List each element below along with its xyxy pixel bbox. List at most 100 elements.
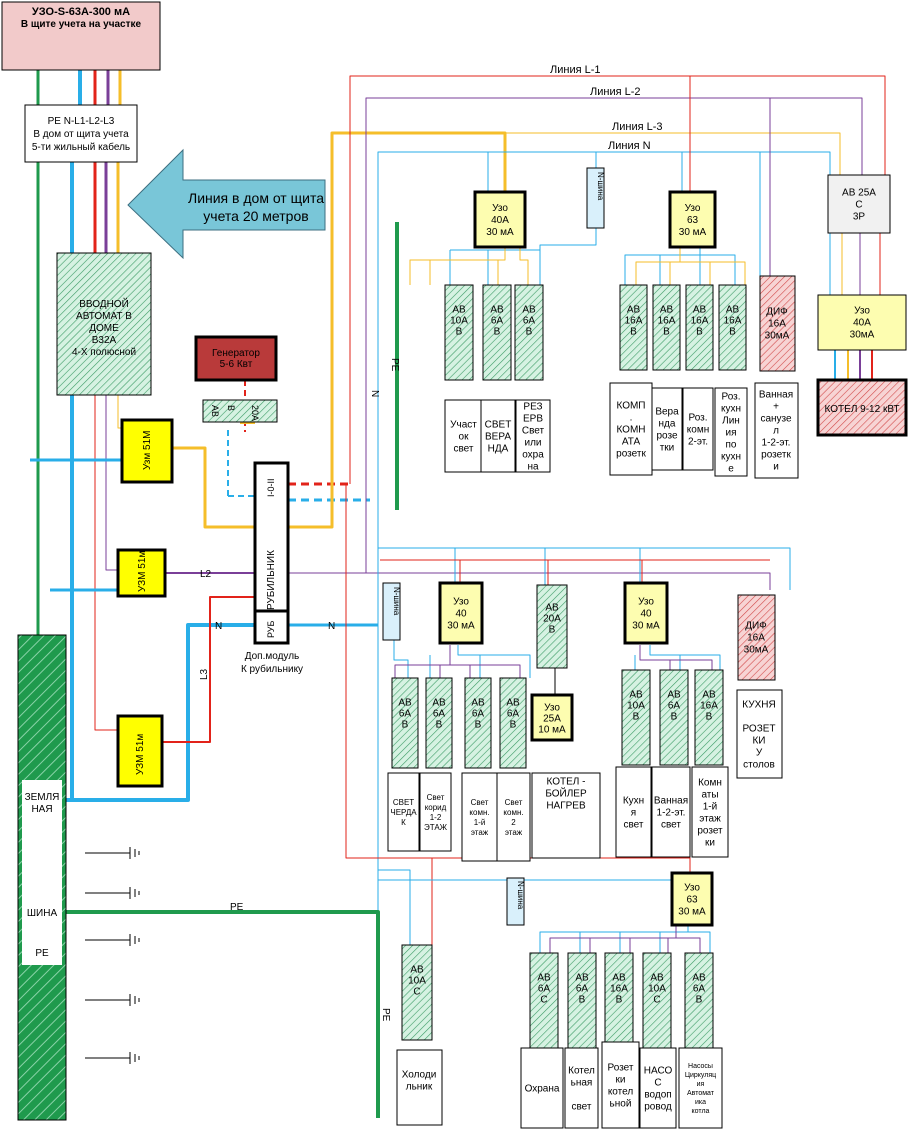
breaker-g5-2-label-line-0: АВ	[471, 698, 485, 709]
uzm-bottom: УЗМ 51м	[116, 714, 164, 788]
load-g10-1-label-line-0: Котел	[568, 1066, 595, 1077]
load-g2-3-label-line-6: е	[728, 464, 734, 475]
breaker-g10-1-label-line-2: В	[579, 995, 586, 1006]
cable-box: РЕ N-L1-L2-L3 В дом от щита учета 5-ти ж…	[24, 104, 138, 163]
breaker-g6-label-line-2: В	[549, 625, 556, 636]
load-g10-3-label-line-2: водоп	[644, 1090, 671, 1101]
rcd-g7-label-line-1: 40	[640, 609, 652, 620]
uzm-middle-label: УЗМ 51м	[137, 551, 148, 592]
uzm-top: Узм 51М	[120, 418, 174, 484]
rcd-g4-label-line-2: 30мА	[850, 330, 875, 341]
line-n-label: Линия N	[608, 140, 651, 152]
arrow-text-line2: учета 20 метров	[203, 208, 308, 224]
load-g7-2-label-line-0: Комн	[698, 778, 722, 789]
rcd-g5	[438, 581, 484, 645]
breaker-g5-2	[464, 677, 492, 769]
load-g9-label-line-0: Холоди	[402, 1070, 437, 1081]
load-g7-2	[691, 766, 729, 858]
rcd-g6-label-line-2: 10 мА	[538, 725, 566, 736]
changeover-switch: I-0-II РУБИЛЬНИК РУБ Доп.модуль К рубиль…	[241, 461, 303, 675]
arrow-text-line1: Линия в дом от щита	[188, 190, 324, 206]
load-g7-2-label-line-5: ки	[705, 838, 715, 849]
rcd-g5-label-line-0: Узо	[453, 597, 469, 608]
breaker-g6-label-line-0: АВ	[545, 603, 559, 614]
load-g10-1	[564, 1047, 599, 1129]
load-g5-1-label-line-0: Свет	[427, 793, 445, 802]
breaker-ab25-label-line-1: С	[855, 200, 862, 211]
load-g10-4-label-line-1: Циркуляц	[685, 1072, 716, 1079]
load-g5-0-label-line-0: СВЕТ	[393, 798, 414, 807]
breaker-g9-label-line-2: С	[413, 987, 420, 998]
breaker-g1-2-label-line-1: 6А	[523, 316, 536, 327]
breaker-g7-2-label-line-1: 16А	[700, 701, 718, 712]
dif-g8	[737, 594, 776, 681]
n-bus-bottom: N-шина	[506, 877, 525, 926]
load-g8-label-line-3: КИ	[752, 736, 765, 747]
breaker-g2-2	[685, 284, 714, 371]
load-g1-0-label-line-0: Участ	[450, 420, 477, 431]
breaker-g1-0	[444, 284, 474, 381]
main-breaker-label-line-1: АВТОМАТ В	[76, 311, 132, 322]
load-g5-0	[387, 772, 420, 852]
rcd-g4-label-line-0: Узо	[854, 306, 870, 317]
load-g8-label-line-5: столов	[743, 760, 775, 771]
load-g2-2	[682, 387, 714, 471]
load-g1-2-label-line-0: РЕЗ	[523, 402, 542, 413]
breaker-g10-1	[567, 952, 597, 1049]
breaker-g7-0-label-line-1: 10А	[627, 701, 645, 712]
ground-bus-label3: РЕ	[35, 948, 49, 959]
rcd-g4-label-line-1: 40А	[853, 318, 871, 329]
load-g10-4-label-line-3: Автомат	[687, 1090, 715, 1097]
load-g1-2-label-line-1: ЕРВ	[523, 414, 543, 425]
label-n-vert: N	[369, 390, 380, 397]
boiler-g4	[816, 378, 908, 437]
load-g5-1	[419, 772, 452, 852]
ground-bus-label2: ШИНА	[27, 908, 58, 919]
line-l3-label: Линия L-3	[612, 121, 663, 133]
breaker-g2-0-label-line-2: В	[630, 327, 637, 338]
load-g7-0-label-line-2: свет	[623, 820, 643, 831]
load-g2-3-label-line-0: Роз.	[721, 392, 740, 403]
cable-box-line3: 5-ти жильный кабель	[32, 141, 130, 153]
load-g3-label-line-2: санузе	[760, 414, 792, 425]
breaker-g10-3-label-line-0: АВ	[650, 973, 664, 984]
rcd-g1	[473, 190, 527, 249]
dif-g8-label-line-1: 16А	[747, 633, 765, 644]
cable-box-line2: В дом от щита учета	[33, 129, 129, 140]
breaker-g1-2-label-line-2: В	[526, 327, 533, 338]
breaker-ab25-label-line-0: АВ 25А	[842, 188, 876, 199]
load-g5-2-label-line-3: этаж	[471, 828, 489, 837]
direction-arrow: Линия в дом от щита учета 20 метров	[127, 148, 326, 260]
generator-breaker: АВ В 20А	[202, 399, 278, 423]
breaker-g5-3-label-line-2: В	[510, 720, 517, 731]
generator-label-line-1: 5-6 Квт	[220, 359, 253, 370]
load-g5-2-label-line-1: комн.	[469, 808, 489, 817]
label-n-left: N	[215, 621, 222, 632]
load-g10-4-label-line-4: ика	[695, 1099, 706, 1106]
rcd-g6	[530, 693, 574, 742]
rcd-g4	[817, 294, 907, 351]
breaker-g6-label-line-1: 20А	[543, 614, 561, 625]
load-g7-2-label-line-1: аты	[701, 790, 718, 801]
load-g10-2-label-line-0: Розет	[608, 1063, 634, 1074]
load-g1-1-label-line-2: НДА	[488, 444, 509, 455]
load-g2-1-label-line-2: розе	[656, 431, 677, 442]
load-g2-0-label-line-2: КОМН	[616, 425, 645, 436]
switch-name: РУБИЛЬНИК	[266, 550, 277, 610]
load-g5-0-label-line-2: К	[401, 818, 406, 827]
load-g2-1-label-line-1: нда	[659, 419, 676, 430]
breaker-g5-1-label-line-1: 6А	[433, 709, 446, 720]
load-g3-label-line-6: и	[773, 462, 779, 473]
load-g10-0-label-line-0: Охрана	[525, 1084, 560, 1095]
load-g10-4-label-line-0: Насосы	[688, 1063, 713, 1070]
load-g7-0-label-line-0: Кухн	[623, 796, 644, 807]
rcd-g10	[670, 871, 714, 927]
load-g5-2-label-line-0: Свет	[471, 798, 489, 807]
load-g9	[396, 1049, 443, 1126]
breaker-g5-2-label-line-1: 6А	[472, 709, 485, 720]
